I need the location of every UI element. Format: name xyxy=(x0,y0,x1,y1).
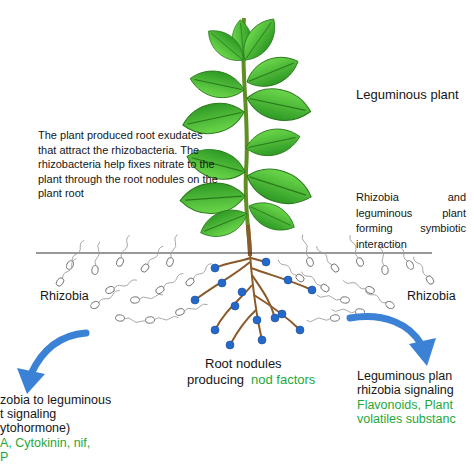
signal-text: ytohormone) xyxy=(0,421,70,435)
interaction-note: Rhizobia and leguminous plant forming sy… xyxy=(356,190,466,252)
nod-factor-label: nod factors xyxy=(251,372,315,388)
signal-text: t signaling xyxy=(0,407,56,421)
signal-text: Leguminous plan xyxy=(357,369,452,383)
bacteria-label: Rhizobia xyxy=(40,289,89,303)
signal-molecules: A, Cytokinin, nif, xyxy=(0,436,90,450)
signal-molecules: Flavonoids, Plant xyxy=(357,398,453,412)
bacteria-label: Rhizobia xyxy=(407,289,456,303)
signal-molecules: volatiles substanc xyxy=(357,412,456,426)
description-text: The plant produced root exudates that at… xyxy=(38,128,218,201)
signal-text: rhizobia signaling xyxy=(357,383,454,397)
plant-title: Leguminous plant xyxy=(356,87,459,102)
plant-leaves xyxy=(179,12,316,243)
signal-text: zobia to leguminous xyxy=(0,393,111,407)
plant-roots xyxy=(195,254,312,345)
signal-molecules: P xyxy=(0,450,8,464)
ground-line xyxy=(36,253,432,254)
root-nodules xyxy=(191,258,316,349)
